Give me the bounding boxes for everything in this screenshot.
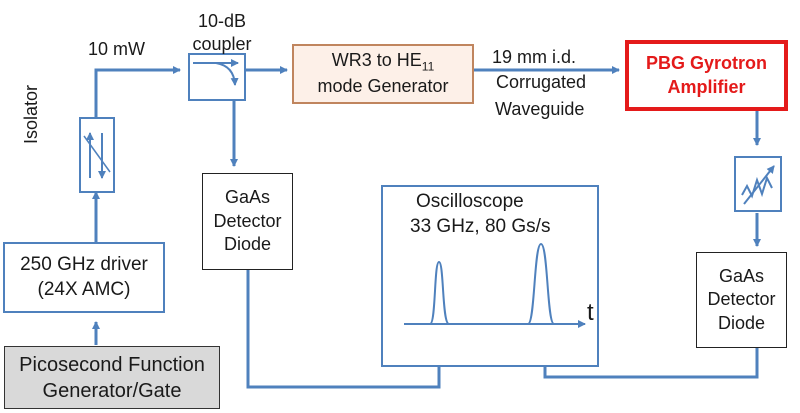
oscilloscope-spec: 33 GHz, 80 Gs/s [410,216,551,237]
detector-right-line3: Diode [717,312,766,333]
detector-left-line2: Detector [213,210,282,231]
mode-generator-box: WR3 to HE11 mode Generator [292,44,474,104]
gyrotron-line2: Amplifier [667,76,746,97]
line-detector-right-to-scope [543,348,759,379]
coupler-icon [188,53,246,101]
time-axis-label: t [587,299,594,326]
gyrotron-amplifier-box: PBG Gyrotron Amplifier [625,40,788,111]
detector-right-line2: Detector [707,289,776,310]
detector-left-box: GaAs Detector Diode [202,173,293,270]
detector-right-line1: GaAs [718,265,765,286]
waveguide-label-2: Corrugated [496,72,587,92]
driver-line2: (24X AMC) [37,278,131,300]
attenuator-icon [734,156,782,212]
detector-left-line1: GaAs [224,187,271,208]
detector-right-box: GaAs Detector Diode [696,252,787,348]
waveguide-label-3: Waveguide [495,99,585,119]
pulse-left [429,260,450,325]
function-generator-line2: Generator/Gate [42,379,182,402]
detector-left-line3: Diode [223,234,272,255]
coupler-label: 10-dB coupler [192,11,252,54]
function-generator-box: Picosecond Function Generator/Gate [4,346,220,409]
arrow-isolator-to-coupler [94,66,181,117]
waveguide-label-1: 19 mm i.d. [492,47,577,67]
mode-generator-line1: WR3 to HE11 [331,50,435,74]
gyrotron-line1: PBG Gyrotron [645,53,767,74]
driver-box: 250 GHz driver (24X AMC) [3,242,165,313]
function-generator-line1: Picosecond Function [19,353,205,376]
mode-generator-line2: mode Generator [317,76,449,97]
line-detector-left-to-scope [246,270,441,389]
isolator-icon [79,117,115,193]
power-label: 10 mW [88,39,146,59]
driver-line1: 250 GHz driver [20,253,148,275]
oscilloscope-title: Oscilloscope [416,191,524,212]
isolator-label: Isolator [21,84,41,144]
pulse-right [527,242,555,325]
oscilloscope-frame [381,185,599,367]
